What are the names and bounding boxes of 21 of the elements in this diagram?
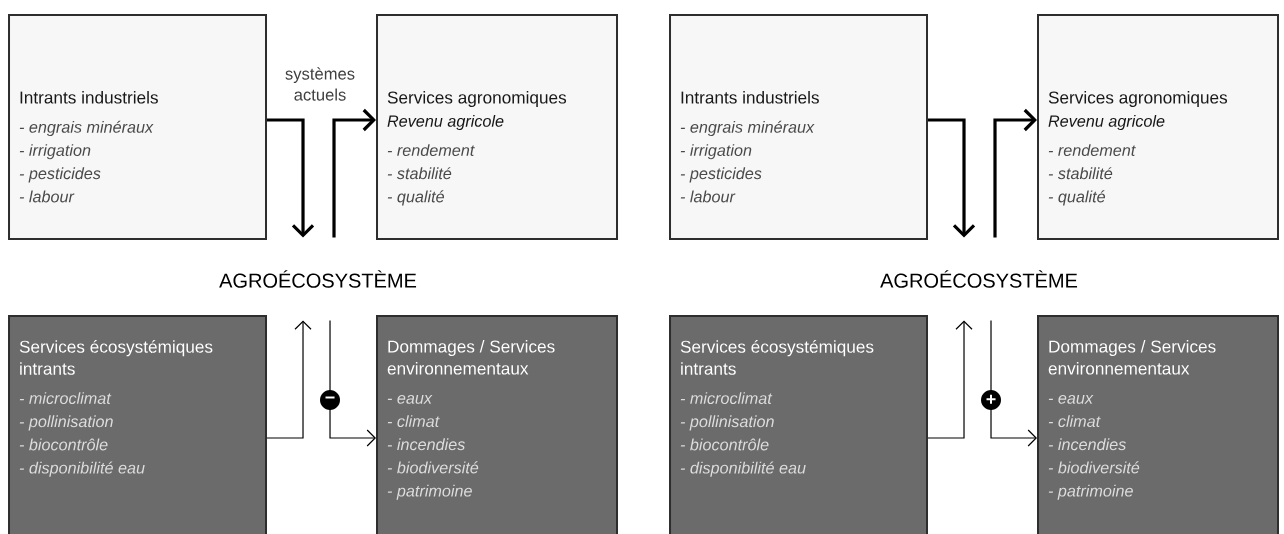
- arrow: [329, 319, 376, 447]
- arrow: [267, 118, 315, 238]
- category-box: Services écosystémiques intrants - microclimat - pollinisation - biocontrôle - disponibilité eau: [8, 315, 267, 534]
- category-box: Services agronomiques Revenu agricole - rendement - stabilité - qualité: [1037, 14, 1279, 240]
- category-box: Services écosystémiques intrants - microclimat - pollinisation - biocontrôle - disponibilité eau: [669, 315, 928, 534]
- category-box: Intrants industriels - engrais minéraux - irrigation - pesticides - labour: [669, 14, 928, 240]
- sign-badge: +: [981, 390, 1001, 410]
- arrow: [927, 320, 973, 439]
- arrow: [990, 319, 1037, 447]
- category-box: Dommages / Services environnementaux - eaux - climat - incendies - biodiversité - patrimoine: [376, 315, 618, 534]
- system-label: AGROÉCOSYSTÈME: [219, 270, 417, 288]
- arrow: [266, 320, 312, 439]
- category-box: Intrants industriels - engrais minéraux - irrigation - pesticides - labour: [8, 14, 267, 240]
- arrow: [993, 108, 1037, 238]
- category-box: Dommages / Services environnementaux - eaux - climat - incendies - biodiversité - patrimoine: [1037, 315, 1279, 534]
- sign-badge: −: [320, 390, 340, 410]
- category-box: Services agronomiques Revenu agricole - rendement - stabilité - qualité: [376, 14, 618, 240]
- note-text: systèmes actuels: [285, 67, 355, 101]
- arrow: [332, 108, 376, 238]
- arrow: [928, 118, 976, 238]
- system-label: AGROÉCOSYSTÈME: [880, 270, 1078, 288]
